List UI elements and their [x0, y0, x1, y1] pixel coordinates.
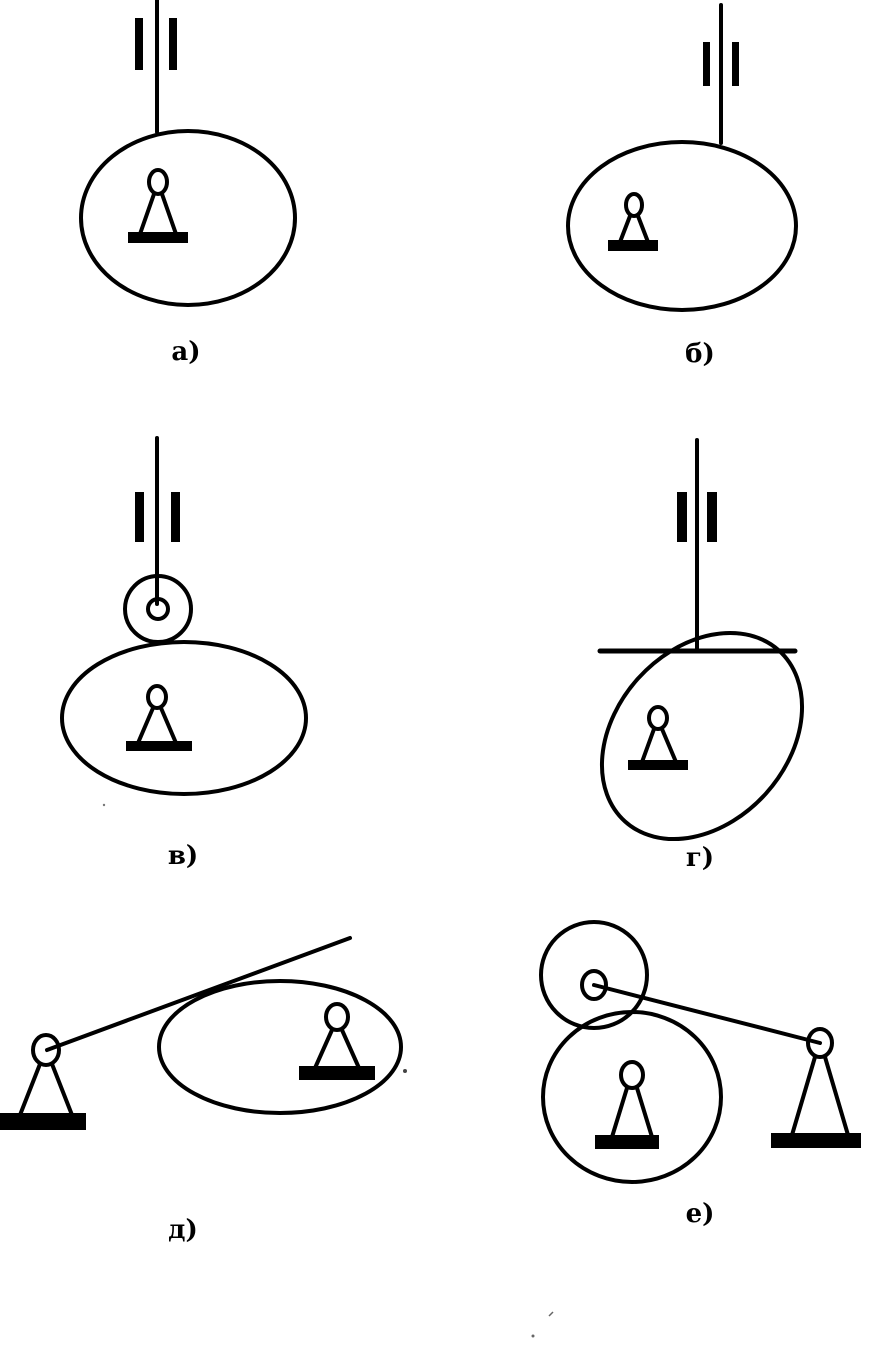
- caption-d: д): [168, 1215, 198, 1245]
- rocker-arm: [45, 936, 352, 1052]
- cam-profile: [79, 129, 297, 307]
- guide-bearing-right: [171, 492, 180, 542]
- panel-e: е): [539, 920, 861, 1229]
- scan-specks: [102, 803, 554, 1338]
- roller-axle: [580, 969, 608, 1001]
- cam-profile: [566, 140, 798, 312]
- caption-v: в): [168, 841, 198, 871]
- cam-profile: [599, 630, 805, 842]
- cam-pivot-support: [128, 168, 188, 243]
- panel-b: б): [566, 3, 798, 369]
- cam-pivot-support: [608, 192, 658, 251]
- panel-v: в): [60, 436, 308, 871]
- panel-g: г): [597, 438, 805, 873]
- rocker-arm: [592, 983, 822, 1045]
- roller: [539, 920, 649, 1030]
- guide-bearing-right: [707, 492, 717, 542]
- cam-pivot-support: [595, 1060, 659, 1149]
- guide-bearing-right: [732, 42, 739, 86]
- cam-profile: [541, 1010, 723, 1184]
- cam-pivot-support: [126, 684, 192, 751]
- guide-bearing-left: [135, 18, 143, 70]
- cam-pivot-support: [628, 705, 688, 770]
- cam-pivot-support: [299, 1002, 375, 1080]
- caption-g: г): [686, 843, 714, 873]
- cam-profile: [60, 640, 308, 796]
- panel-a: а): [79, 0, 297, 367]
- guide-bearing-right: [169, 18, 177, 70]
- panel-d: д): [0, 936, 403, 1245]
- cam-profile: [157, 979, 403, 1115]
- caption-e: е): [686, 1199, 715, 1229]
- rocker-pivot-support: [0, 1033, 86, 1130]
- rocker-pivot-support: [771, 1027, 861, 1148]
- roller-axle: [146, 597, 170, 621]
- caption-b: б): [685, 339, 715, 369]
- guide-bearing-left: [135, 492, 144, 542]
- caption-a: а): [171, 337, 200, 367]
- guide-bearing-left: [677, 492, 687, 542]
- guide-bearing-left: [703, 42, 710, 86]
